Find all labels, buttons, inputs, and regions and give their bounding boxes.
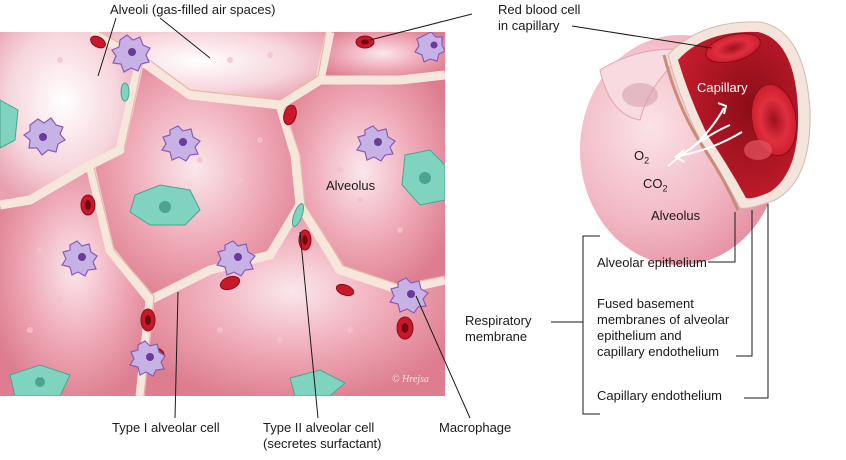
label-alveoli: Alveoli (gas-filled air spaces) (110, 2, 276, 17)
macrophage-nuclei (39, 41, 438, 361)
co2-subscript: 2 (662, 183, 668, 194)
co2-symbol: CO (643, 176, 663, 191)
leader-alveolar-epithelium (708, 212, 736, 263)
leader-type2 (299, 231, 319, 419)
label-alveolar-epithelium: Alveolar epithelium (597, 255, 707, 270)
red-blood-cell (705, 33, 761, 63)
o2-subscript: 2 (644, 155, 650, 166)
alveolus-chamber (0, 32, 140, 205)
label-fused-line2: membranes of alveolar (597, 312, 730, 327)
label-type-i-cell: Type I alveolar cell (112, 420, 220, 435)
alveolus-chamber (92, 32, 330, 105)
label-o2: O2 (634, 148, 649, 169)
magnified-alveolus (580, 21, 811, 265)
alveolus-chamber (90, 60, 300, 300)
type-ii-nuclei (35, 172, 431, 387)
label-alveolus-left: Alveolus (326, 178, 376, 193)
leader-capillary-endothelium (744, 204, 769, 399)
o2-symbol: O (634, 148, 645, 163)
label-respiratory-line2: membrane (465, 329, 528, 344)
label-fused-line4: capillary endothelium (597, 344, 720, 359)
rbc-highlight (744, 140, 772, 160)
leader-lines (97, 13, 769, 419)
leader-rbc-right (571, 25, 713, 49)
label-rbc-line2: in capillary (498, 18, 560, 33)
label-fused-line3: epithelium and (597, 328, 682, 343)
label-macrophage: Macrophage (439, 420, 512, 435)
alveolar-pit (622, 83, 658, 107)
label-capillary-endothelium: Capillary endothelium (597, 388, 723, 403)
rbc-centers (85, 39, 409, 333)
leader-fused-membranes (736, 210, 753, 357)
label-capillary: Capillary (697, 80, 748, 95)
leader-alveoli-2 (159, 17, 211, 59)
leader-rbc-left (369, 13, 473, 41)
cell-texture (27, 52, 403, 343)
red-blood-cell (750, 83, 798, 157)
label-rbc-line1: Red blood cell (498, 2, 581, 17)
label-fused-line1: Fused basement (597, 296, 694, 311)
label-respiratory-line1: Respiratory (465, 313, 532, 328)
alveolus-chamber (0, 165, 150, 396)
alveolus-chamber (140, 205, 445, 396)
gas-exchange-arrows (667, 102, 743, 167)
label-alveolus-right: Alveolus (651, 208, 701, 223)
label-type-ii-line2: (secretes surfactant) (263, 436, 382, 451)
alveoli-tissue-panel: © Hrejsa (0, 32, 445, 396)
label-co2: CO2 (643, 176, 668, 197)
leader-alveoli-1 (97, 17, 117, 77)
label-type-ii-line1: Type II alveolar cell (263, 420, 375, 435)
artist-signature: © Hrejsa (392, 374, 429, 385)
alveolus-chamber (320, 32, 445, 80)
leader-macrophage (415, 295, 471, 419)
respiratory-membrane-bracket (582, 235, 600, 415)
leader-type1 (174, 291, 179, 419)
